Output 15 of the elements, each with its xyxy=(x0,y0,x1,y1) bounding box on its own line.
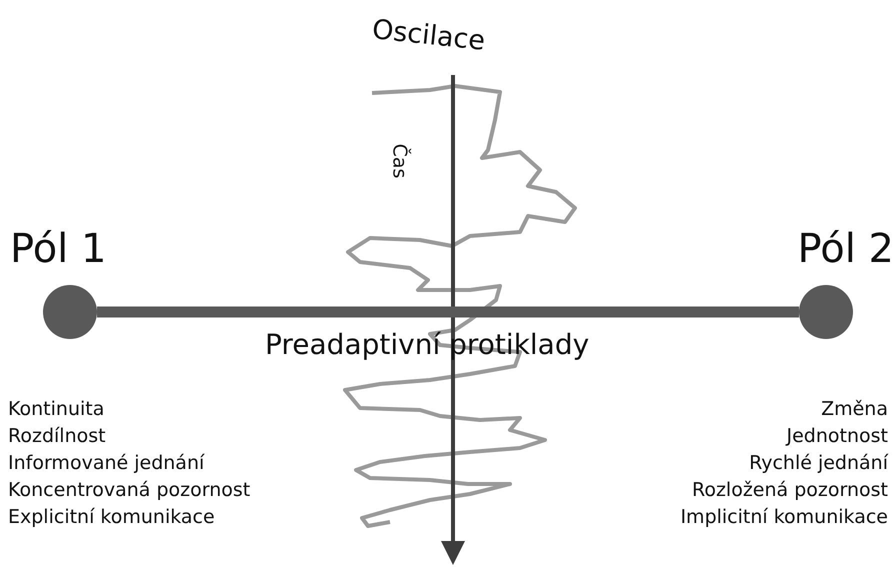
list-item: Implicitní komunikace xyxy=(680,506,888,528)
list-item: Koncentrovaná pozornost xyxy=(8,479,250,501)
list-item: Explicitní komunikace xyxy=(8,506,215,528)
list-item: Jednotnost xyxy=(786,425,888,447)
pole-label: Pól 2 xyxy=(798,225,894,273)
connector-line xyxy=(97,306,799,318)
pole-label: Pól 1 xyxy=(10,225,106,273)
list-item: Rychlé jednání xyxy=(749,452,888,474)
list-item: Rozložená pozornost xyxy=(692,479,888,501)
axis-label: Čas xyxy=(388,144,410,178)
list-item: Informované jednání xyxy=(8,452,204,474)
list-item: Změna xyxy=(821,398,888,420)
list-item: Kontinuita xyxy=(8,398,104,420)
axis-title: Oscilace xyxy=(370,14,486,57)
list-item: Rozdílnost xyxy=(8,425,106,447)
